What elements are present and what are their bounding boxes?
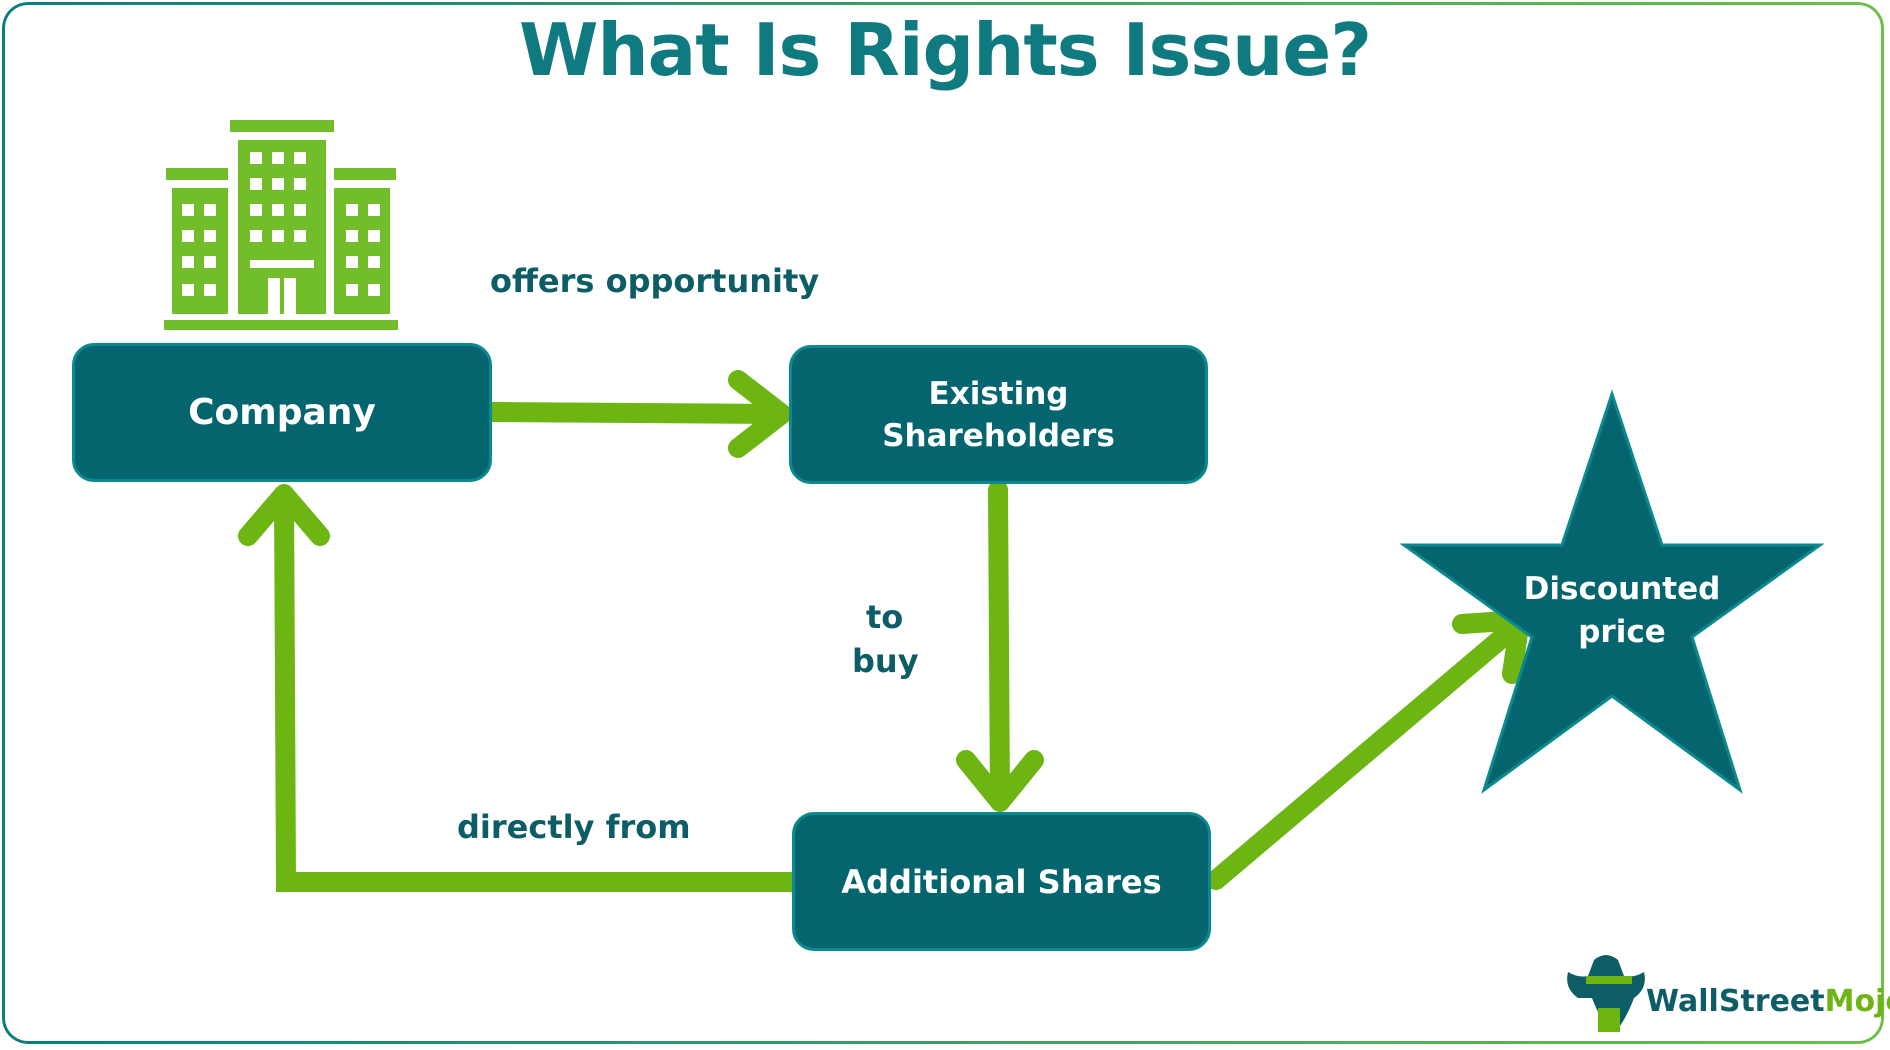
node-discounted-price-line1: Discounted: [1523, 571, 1721, 607]
node-company: Company: [72, 343, 492, 482]
edge-label-to: to: [866, 598, 904, 636]
node-additional-shares-label: Additional Shares: [841, 862, 1162, 901]
brand-logo: WallStreetMojo: [1646, 984, 1890, 1019]
arrow-company-to-shareholders: [482, 402, 788, 424]
bull-logo-icon: [1567, 955, 1645, 1032]
arrow-shares-to-price: [1206, 616, 1526, 890]
arrowhead-shareholders-to-shares: [956, 750, 1044, 812]
node-existing-shareholders-line1: Existing: [928, 375, 1069, 412]
edge-label-directly-from: directly from: [457, 808, 691, 846]
edge-label-offers: offers opportunity: [490, 262, 820, 300]
node-discounted-price: Discounted price: [1512, 568, 1732, 654]
arrow-shares-to-company: [274, 495, 792, 892]
brand-logo-part1: WallStreet: [1646, 984, 1825, 1019]
node-additional-shares: Additional Shares: [792, 812, 1211, 951]
arrowhead-shares-to-company: [238, 484, 330, 546]
node-company-label: Company: [188, 392, 376, 433]
building-icon: [164, 120, 398, 330]
arrow-shareholders-to-shares: [988, 480, 1010, 810]
building-windows: [182, 152, 380, 314]
page-title: What Is Rights Issue?: [518, 8, 1372, 92]
node-discounted-price-line2: price: [1578, 614, 1666, 650]
brand-logo-part2: Mojo: [1824, 984, 1890, 1019]
edge-label-buy: buy: [852, 642, 919, 680]
star-shape: [1399, 389, 1825, 794]
node-existing-shareholders: Existing Shareholders: [789, 345, 1208, 484]
arrowhead-company-to-shareholders: [728, 370, 792, 458]
node-existing-shareholders-line2: Shareholders: [882, 417, 1115, 454]
